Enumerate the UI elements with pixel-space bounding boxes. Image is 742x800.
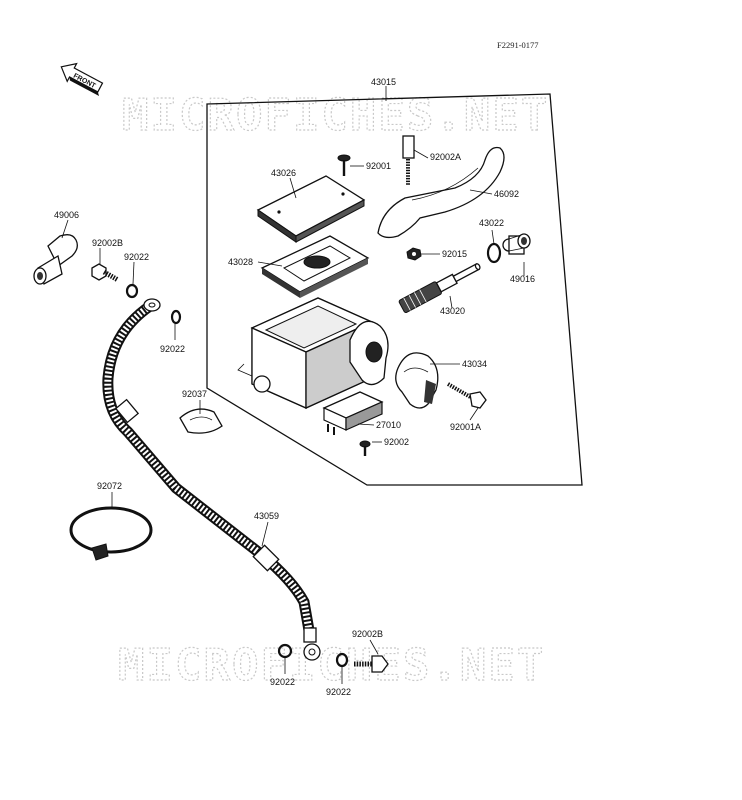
part-43026-reservoir-cap bbox=[256, 175, 366, 243]
part-92002-screw bbox=[359, 440, 371, 456]
label-92002: 92002 bbox=[384, 437, 409, 447]
label-92002A: 92002A bbox=[430, 152, 461, 162]
label-92022-a: 92022 bbox=[124, 252, 149, 262]
part-92072-band bbox=[69, 506, 153, 561]
part-92002B-banjo-bolt-top bbox=[91, 263, 120, 283]
part-46092-lever bbox=[377, 146, 505, 239]
part-43022-circlip bbox=[486, 242, 502, 264]
label-43015: 43015 bbox=[371, 77, 396, 87]
label-46092: 46092 bbox=[494, 189, 519, 199]
label-43028: 43028 bbox=[228, 257, 253, 267]
label-43020: 43020 bbox=[440, 306, 465, 316]
label-92002B-bottom: 92002B bbox=[352, 629, 383, 639]
label-49006: 49006 bbox=[54, 210, 79, 220]
part-43020-piston-kit bbox=[398, 263, 481, 313]
part-49006-cap bbox=[33, 234, 78, 285]
part-27010-switch bbox=[322, 391, 384, 435]
part-43034-clamp bbox=[395, 352, 439, 409]
label-92002B-top: 92002B bbox=[92, 238, 123, 248]
label-92001: 92001 bbox=[366, 161, 391, 171]
part-92022-washer-b bbox=[170, 309, 182, 325]
part-92001-screw bbox=[337, 154, 351, 176]
leader-lines bbox=[61, 149, 525, 684]
front-arrow-icon: FRONT bbox=[60, 62, 104, 96]
part-92015-nut bbox=[406, 247, 422, 261]
label-92022-b: 92022 bbox=[160, 344, 185, 354]
part-labels: 43015 92001 92002A 43026 46092 43022 490… bbox=[54, 77, 535, 697]
label-49016: 49016 bbox=[510, 274, 535, 284]
label-43034: 43034 bbox=[462, 359, 487, 369]
watermark-top: MICROFICHES.NET bbox=[122, 90, 549, 141]
part-43028-diaphragm bbox=[260, 235, 370, 298]
label-92001A: 92001A bbox=[450, 422, 481, 432]
label-43026: 43026 bbox=[271, 168, 296, 178]
watermark-bottom: MICROFICHES.NET bbox=[118, 640, 545, 691]
part-92001A-bolt bbox=[446, 382, 487, 409]
label-27010: 27010 bbox=[376, 420, 401, 430]
label-92037: 92037 bbox=[182, 389, 207, 399]
part-master-cylinder-body bbox=[237, 297, 389, 410]
part-92022-washer-d bbox=[335, 652, 349, 668]
part-92002B-banjo-bolt-bottom bbox=[354, 655, 389, 673]
part-92022-washer-c bbox=[277, 643, 293, 659]
part-49016-boot bbox=[502, 233, 531, 255]
label-43059: 43059 bbox=[254, 511, 279, 521]
part-92037-hose-clamp bbox=[179, 408, 223, 434]
label-92015: 92015 bbox=[442, 249, 467, 259]
part-43059-brake-hose bbox=[102, 298, 321, 661]
figure-code: F2291-0177 bbox=[497, 40, 539, 50]
assembly-43015-outline bbox=[206, 93, 583, 486]
label-92072: 92072 bbox=[97, 481, 122, 491]
label-92022-d: 92022 bbox=[326, 687, 351, 697]
part-92002A-bolt bbox=[402, 135, 415, 186]
label-92022-c: 92022 bbox=[270, 677, 295, 687]
label-43022: 43022 bbox=[479, 218, 504, 228]
part-92022-washer-a bbox=[125, 283, 139, 299]
